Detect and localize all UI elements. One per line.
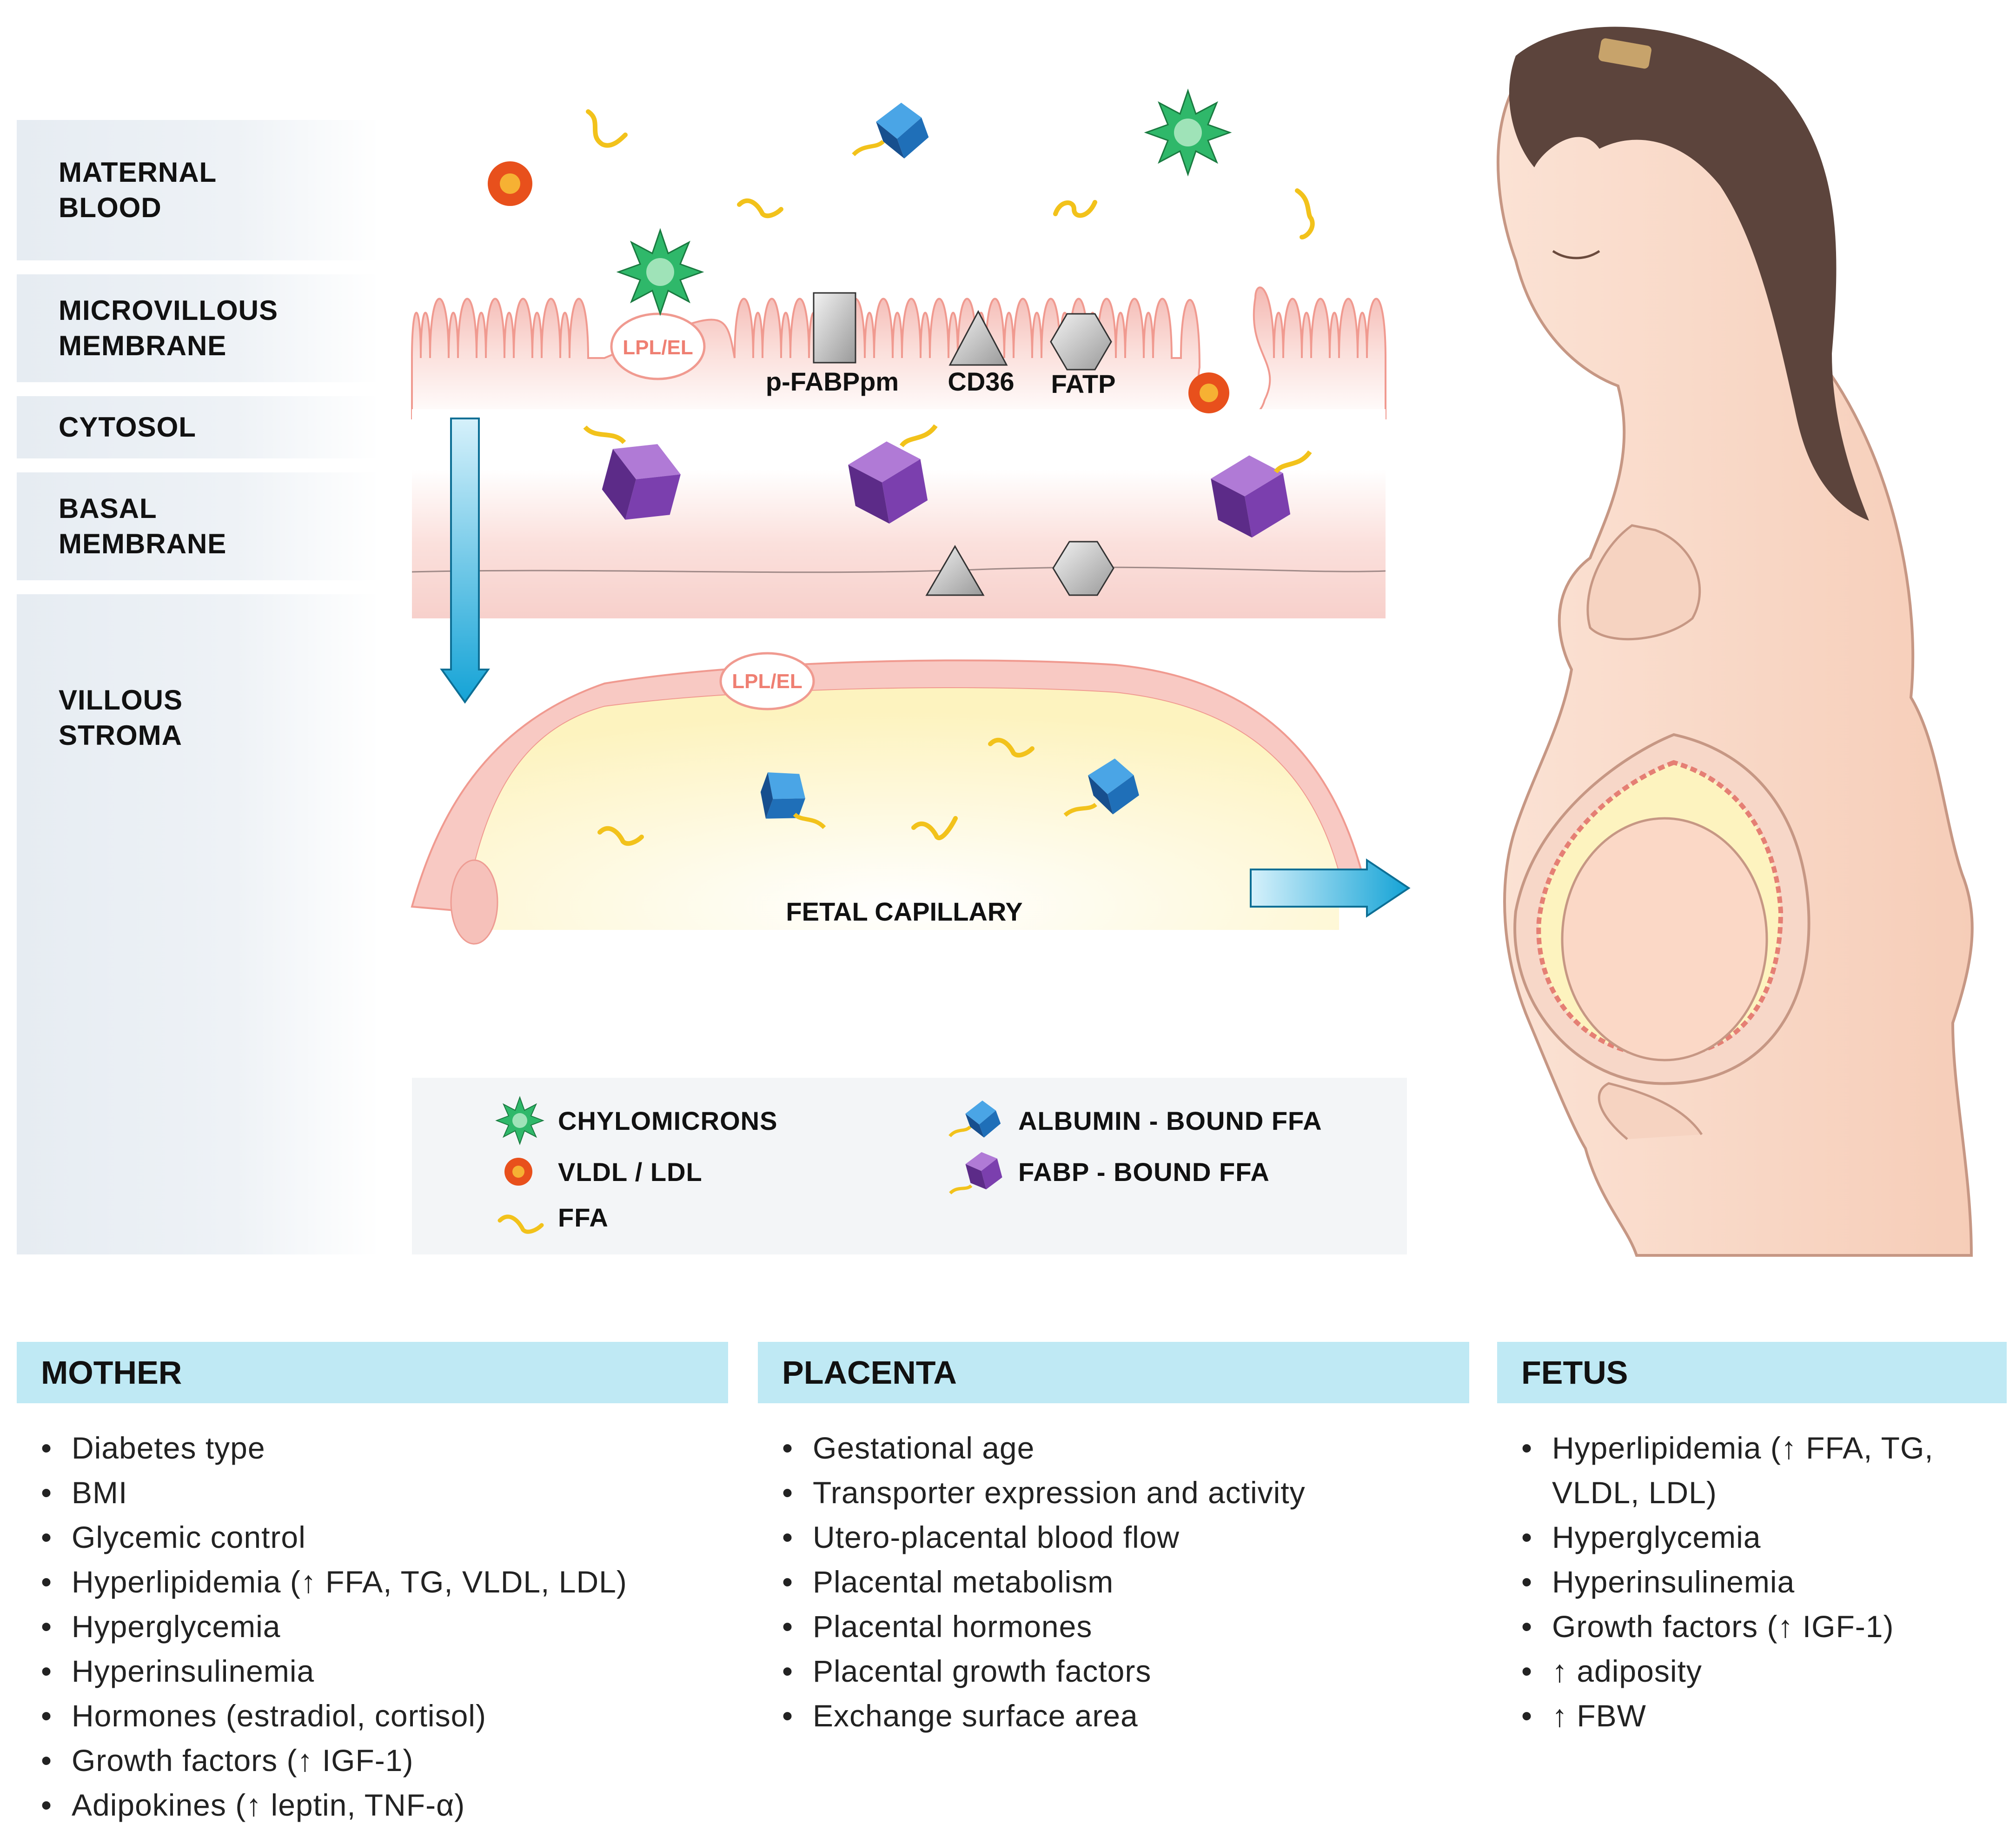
legend-albumin-bound-ffa: ALBUMIN - BOUND FFA [1018,1106,1322,1135]
list-item: Hyperglycemia [1497,1515,2007,1559]
chylomicron-icon [616,228,704,316]
transport-arrow-down [440,418,490,704]
albumin-bound-ffa-icon [1063,758,1139,817]
albumin-bound-ffa-icon [852,102,929,159]
ffa-icon [1295,188,1315,239]
lpl-el-label: LPL/EL [623,336,693,359]
panel-mother: MOTHER Diabetes type BMI Glycemic contro… [17,1342,728,1827]
cd36-basal-transporter [925,545,985,596]
ffa-icon [988,737,1035,758]
legend [412,1078,1407,1254]
list-item: Diabetes type [17,1426,728,1470]
factor-list: Gestational age Transporter expression a… [758,1426,1469,1738]
fetal-capillary-lumen [465,688,1339,930]
layer-label-microvillous-membrane: MICROVILLOUS MEMBRANE [17,274,379,382]
legend-chylomicrons: CHYLOMICRONS [558,1106,778,1135]
p-fabppm-label: p-FABPpm [766,367,899,396]
list-item: Placental metabolism [758,1559,1469,1604]
endothelial-cell [450,859,498,945]
placenta-diagram: LPL/EL LPL/EL p-FABPpm CD36 FATP FETAL C… [411,27,1974,1257]
list-item: ↑ FBW [1497,1693,2007,1738]
fatp-basal-transporter [1052,541,1114,596]
layer-label-basal-membrane: BASAL MEMBRANE [17,472,379,580]
ffa-icon [497,1214,544,1234]
list-item: Hyperlipidemia (↑ FFA, TG, VLDL, LDL) [1497,1426,2007,1515]
layer-label-cytosol: CYTOSOL [17,396,379,458]
lpl-el-enzyme-capillary [719,652,815,710]
ffa-icon [597,826,644,846]
lpl-el-capillary-label: LPL/EL [732,670,802,693]
panel-fetus: FETUS Hyperlipidemia (↑ FFA, TG, VLDL, L… [1497,1342,2007,1738]
microvillous-membrane [411,286,1386,421]
list-item: ↑ adiposity [1497,1649,2007,1693]
legend-vldl-ldl: VLDL / LDL [558,1157,703,1187]
layer-label-villous-stroma: VILLOUS STROMA [17,594,379,1254]
cd36-transporter [948,310,1008,366]
list-item: BMI [17,1470,728,1515]
fabp-bound-ffa-icon [848,424,938,524]
legend-fabp-bound-ffa: FABP - BOUND FFA [1018,1157,1270,1187]
list-item: Hyperlipidemia (↑ FFA, TG, VLDL, LDL) [17,1559,728,1604]
list-item: Placental hormones [758,1604,1469,1649]
chylomicron-icon [1144,88,1232,177]
fatp-transporter [1050,313,1112,371]
ffa-icon [911,816,958,840]
list-item: Transporter expression and activity [758,1470,1469,1515]
vldl-ldl-icon [504,1158,532,1186]
list-item: Hyperglycemia [17,1604,728,1649]
chylomicron-icon [495,1096,544,1145]
list-item: Hyperinsulinemia [17,1649,728,1693]
lpl-el-enzyme-membrane [610,312,706,380]
vldl-ldl-icon [1188,372,1229,413]
fetal-capillary-label: FETAL CAPILLARY [786,897,1022,926]
ffa-icon [1053,200,1097,218]
albumin-bound-ffa-icon [760,772,826,829]
layer-label-maternal-blood: MATERNAL BLOOD [17,120,379,260]
factor-list: Diabetes type BMI Glycemic control Hyper… [17,1426,728,1827]
fatp-label: FATP [1051,369,1116,398]
vldl-ldl-icon [488,161,532,206]
fabp-bound-ffa-icon [583,425,681,520]
panel-placenta: PLACENTA Gestational age Transporter exp… [758,1342,1469,1738]
albumin-bound-ffa-icon [948,1101,1001,1138]
list-item: Growth factors (↑ IGF-1) [17,1738,728,1783]
ffa-icon [737,198,783,219]
list-item: Exchange surface area [758,1693,1469,1738]
transport-arrow-right [1250,858,1411,918]
list-item: Adipokines (↑ leptin, TNF-α) [17,1783,728,1827]
fabp-bound-ffa-icon [1211,450,1312,538]
legend-ffa: FFA [558,1203,609,1232]
fabp-bound-ffa-icon [949,1152,1002,1194]
list-item: Utero-placental blood flow [758,1515,1469,1559]
list-item: Glycemic control [17,1515,728,1559]
list-item: Hormones (estradiol, cortisol) [17,1693,728,1738]
factor-list: Hyperlipidemia (↑ FFA, TG, VLDL, LDL) Hy… [1497,1426,2007,1738]
pregnant-woman-illustration [1497,27,1974,1257]
list-item: Hyperinsulinemia [1497,1559,2007,1604]
panel-header: FETUS [1497,1342,2007,1403]
list-item: Placental growth factors [758,1649,1469,1693]
p-fabppm-transporter [813,292,856,364]
ffa-icon [586,109,628,148]
cd36-label: CD36 [948,367,1014,396]
list-item: Gestational age [758,1426,1469,1470]
list-item: Growth factors (↑ IGF-1) [1497,1604,2007,1649]
panel-header: MOTHER [17,1342,728,1403]
panel-header: PLACENTA [758,1342,1469,1403]
